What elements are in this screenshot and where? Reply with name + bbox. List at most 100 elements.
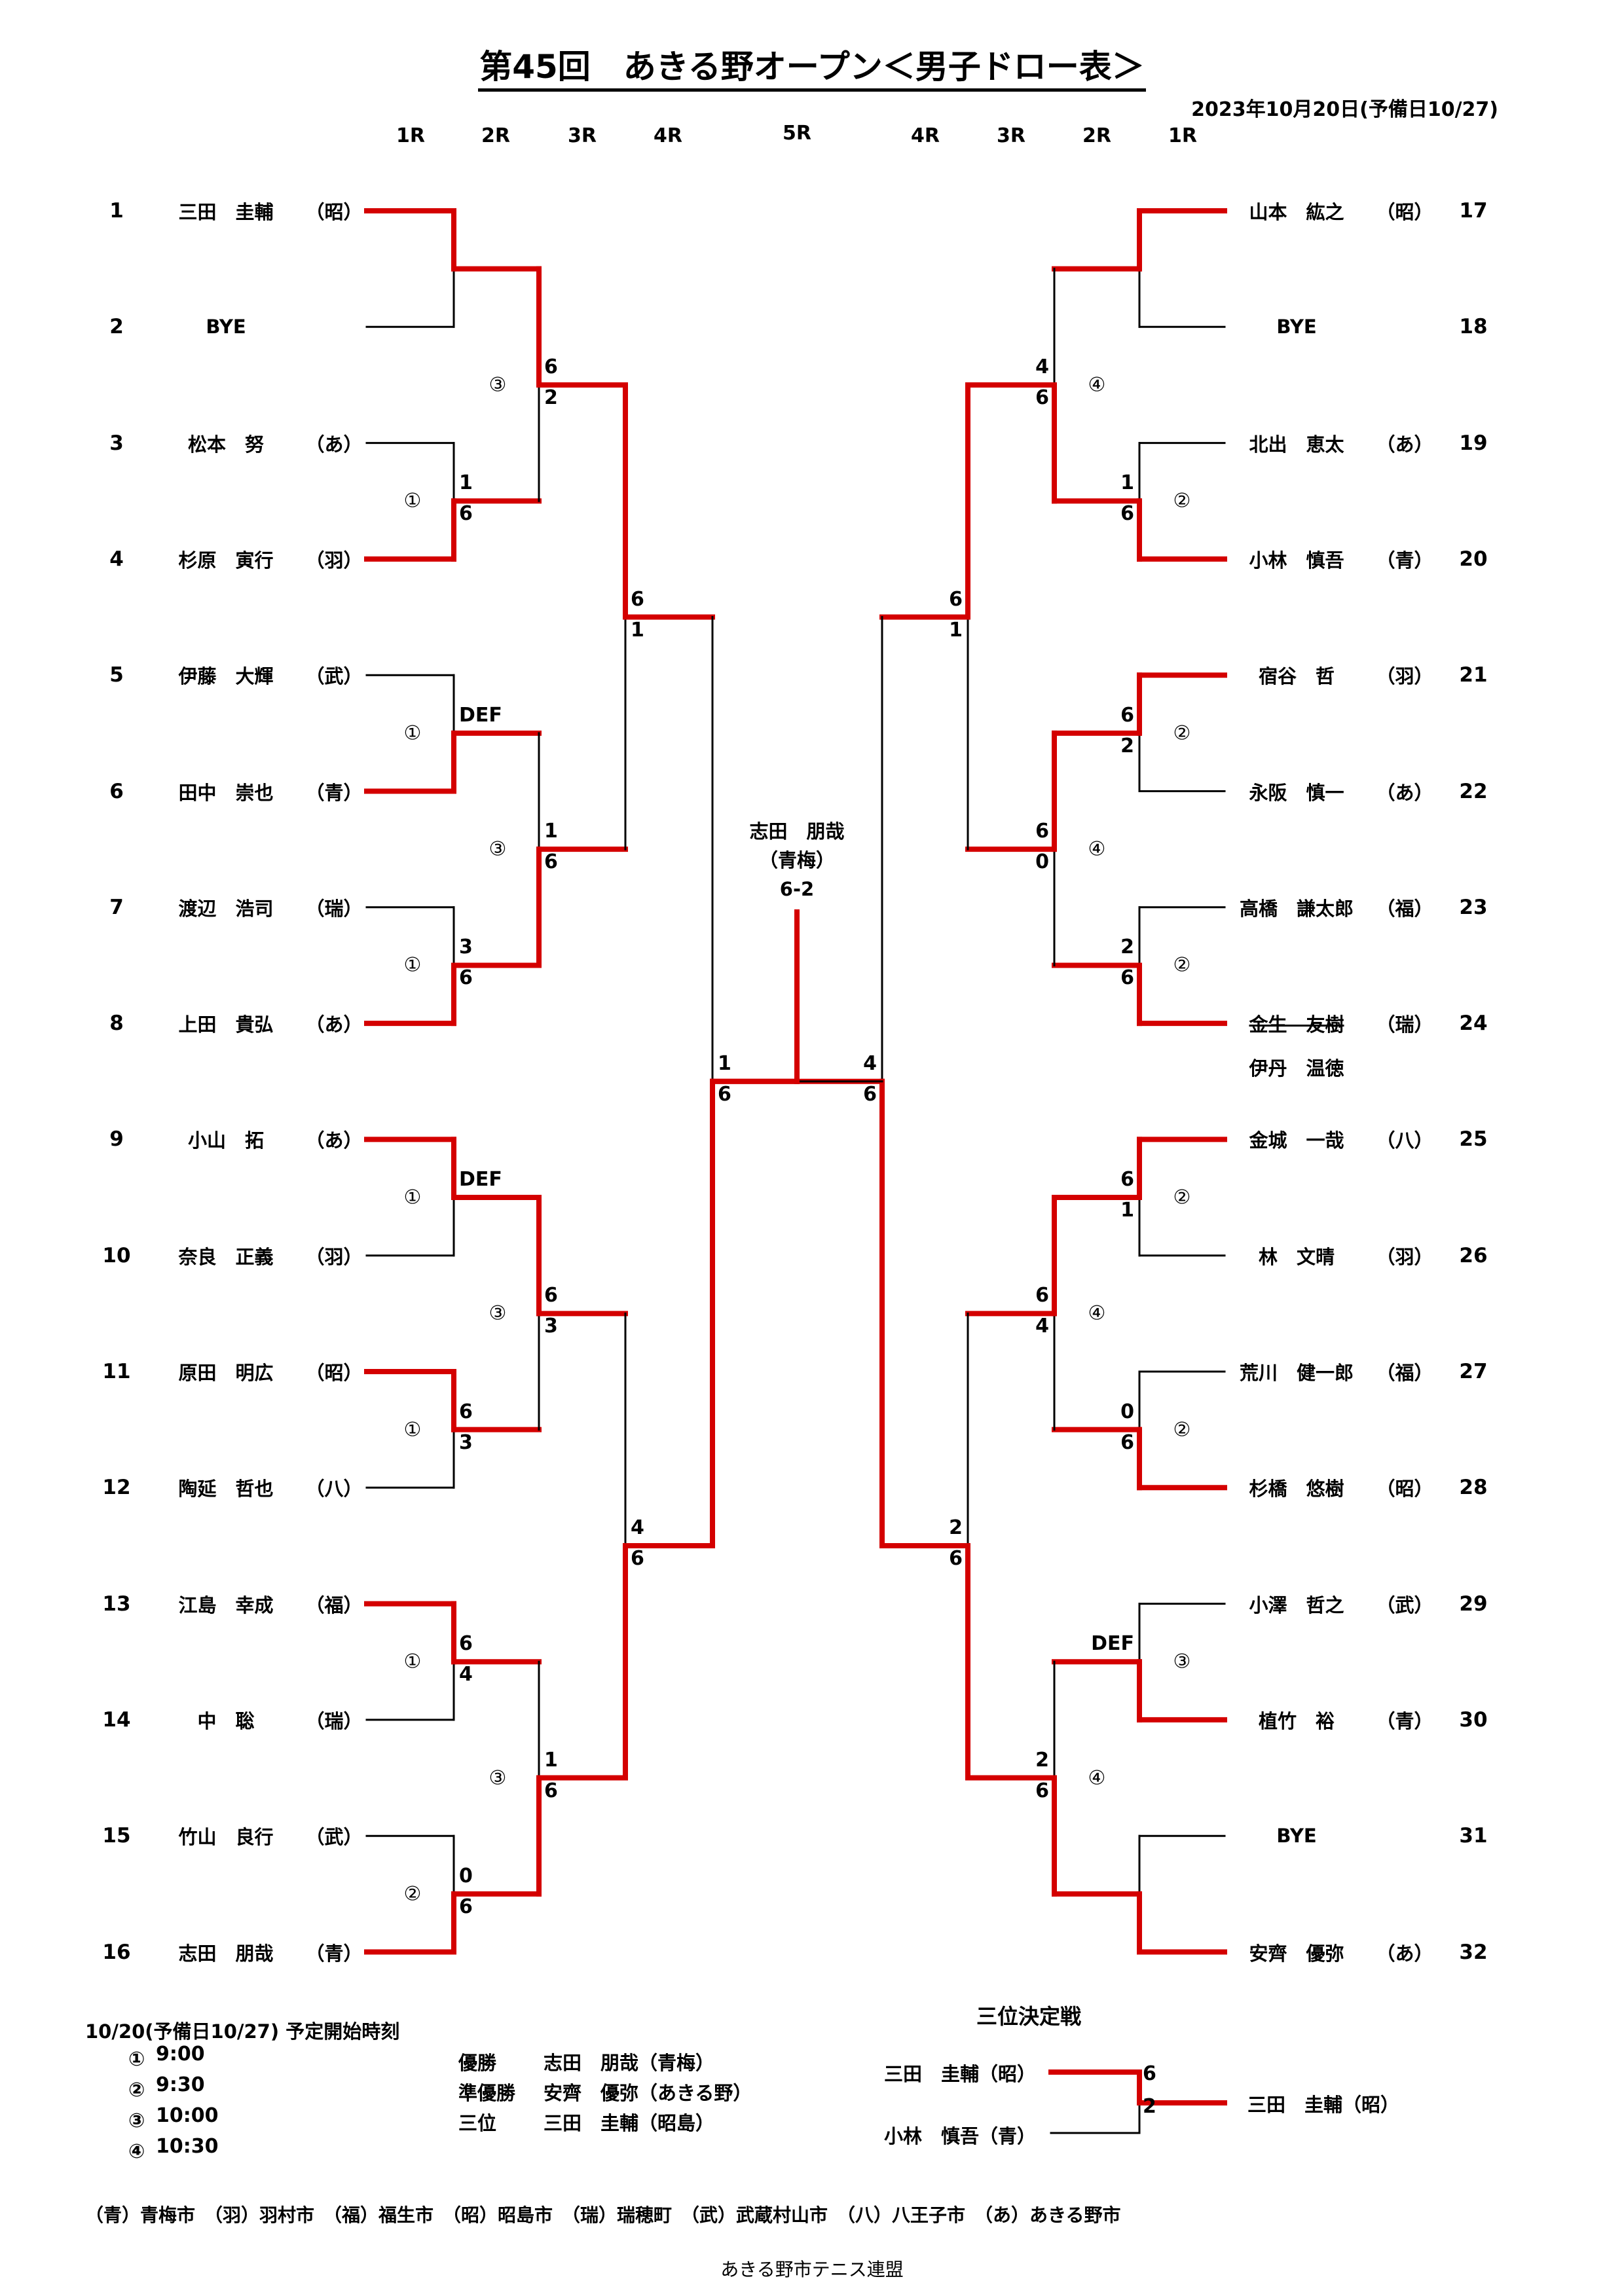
player-name: 奈良 正義 [178,1245,274,1268]
match-score: 6 [544,1284,558,1307]
time-slot-marker: ④ [1088,837,1106,861]
player-name: 永阪 慎一 [1249,781,1344,804]
time-slot-marker: ③ [1173,1650,1191,1673]
match-score: 4 [1035,355,1049,378]
match-score: 2 [949,1516,963,1539]
time-slot-marker: ② [403,1882,422,1906]
schedule-slot-marker: ① [128,2048,145,2071]
player-club: （あ） [1376,433,1433,456]
match-score: 1 [459,471,473,495]
round-header-left-2r: 2R [481,124,510,147]
player-name: 高橋 謙太郎 [1239,897,1354,920]
match-score: 6 [1035,820,1049,843]
event-date: 2023年10月20日(予備日10/27) [1191,98,1498,121]
entry-number: 25 [1459,1127,1488,1152]
match-score: 6 [631,587,644,611]
entry-number: 12 [102,1476,131,1500]
entry-number: 18 [1459,315,1488,339]
schedule-slot-time: 9:30 [156,2073,205,2096]
match-score: DEF [459,703,502,727]
player-club: （昭） [1376,1478,1433,1501]
player-name: 小澤 哲之 [1249,1594,1344,1616]
page-title: 第45回 あきる野オープン＜男子ドロー表＞ [0,41,1624,92]
player-club: （青） [305,781,363,804]
champion-box: 志田 朋哉 （青梅） 6-2 [749,817,844,903]
player-name: BYE [1276,316,1317,338]
match-score: 4 [459,1663,473,1686]
match-score: 6 [1120,502,1134,526]
third-place-bottom-player: 小林 慎吾（青） [884,2125,1037,2147]
player-club: （あ） [1376,1942,1433,1965]
entry-number: 31 [1459,1824,1488,1848]
player-club: （昭） [1376,201,1433,223]
entry-number: 13 [102,1592,131,1616]
footer-organizer: あきる野市テニス連盟 [720,2259,904,2280]
entry-number: 20 [1459,547,1488,571]
match-score: 6 [459,1895,473,1918]
schedule-header: 10/20(予備日10/27) 予定開始時刻 [85,2020,400,2043]
player-name: 田中 崇也 [178,781,274,804]
player-club: （青） [1376,1709,1433,1732]
entry-number: 32 [1459,1940,1488,1964]
player-club: （武） [305,1826,363,1849]
player-name: 志田 朋哉 [178,1942,274,1965]
entry-number: 24 [1459,1011,1488,1036]
player-club: （羽） [1376,665,1433,688]
entry-number: 22 [1459,779,1488,803]
player-club: （武） [305,665,363,688]
time-slot-marker: ① [403,953,422,977]
result-value: 三田 圭輔（昭島） [544,2112,715,2134]
entry-number: 6 [109,779,124,803]
time-slot-marker: ② [1173,1186,1191,1209]
player-name: 陶延 哲也 [178,1478,274,1501]
time-slot-marker: ① [403,1650,422,1673]
match-score: 6 [1120,703,1134,727]
entry-number: 28 [1459,1476,1488,1500]
time-slot-marker: ③ [489,1302,507,1325]
match-score: 1 [544,820,558,843]
player-name: 伊藤 大輝 [178,665,274,688]
match-score: 3 [459,936,473,959]
time-slot-marker: ④ [1088,1302,1106,1325]
entry-number: 2 [109,315,124,339]
replacement-player-name: 伊丹 温徳 [1249,1057,1344,1080]
match-score: 0 [1120,1400,1134,1423]
match-score: 6 [863,1082,877,1106]
player-club: （福） [1376,1362,1433,1384]
player-name: 江島 幸成 [178,1594,274,1616]
entry-number: 7 [109,895,124,919]
match-score: 6 [1035,1779,1049,1802]
player-name: 杉橋 悠樹 [1249,1478,1344,1501]
third-place-title: 三位決定戦 [976,2004,1082,2029]
entry-number: 21 [1459,663,1488,687]
entry-number: 11 [102,1360,131,1383]
player-club: （福） [1376,897,1433,920]
player-name: BYE [1276,1825,1317,1848]
entry-number: 27 [1459,1360,1488,1383]
player-name: 原田 明広 [178,1362,274,1384]
round-header-left-1r: 1R [396,124,425,147]
player-club: （瑞） [1376,1013,1433,1036]
match-score: 1 [1120,471,1134,495]
schedule-slot-time: 10:00 [156,2104,219,2127]
player-club: （あ） [305,433,363,456]
third-place-score-bottom: 2 [1143,2095,1156,2118]
match-score: 4 [631,1516,644,1539]
schedule-slot-time: 9:00 [156,2043,205,2066]
player-name: 松本 努 [187,433,265,456]
match-score: 2 [1120,936,1134,959]
player-club: （瑞） [305,1709,363,1732]
match-score: 6 [544,1779,558,1802]
result-value: 志田 朋哉（青梅） [544,2052,715,2074]
match-score: 2 [544,386,558,409]
match-score: 6 [1035,1284,1049,1307]
schedule-slot-time: 10:30 [156,2135,219,2158]
entry-number: 14 [102,1707,131,1732]
result-label: 準優勝 [458,2082,516,2104]
player-club: （昭） [305,201,363,223]
entry-number: 29 [1459,1592,1488,1616]
round-header-right-3r: 3R [997,124,1025,147]
round-header-right-2r: 2R [1082,124,1111,147]
time-slot-marker: ① [403,1418,422,1442]
player-club: （福） [305,1594,363,1616]
